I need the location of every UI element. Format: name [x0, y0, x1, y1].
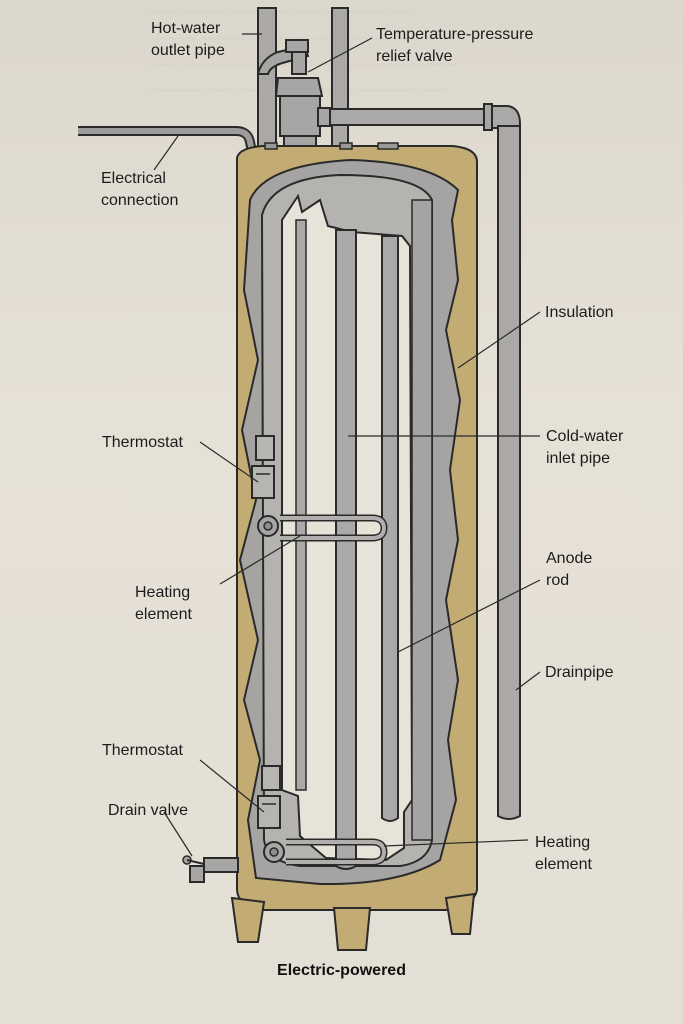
upper-thermostat — [251, 435, 275, 499]
label-heating-element-upper: Heating element — [135, 584, 192, 623]
drain-valve — [182, 855, 239, 883]
inner-wall-right — [411, 199, 433, 841]
tp-valve-pipe — [331, 7, 349, 154]
top-fitting-mid — [339, 142, 353, 150]
label-insulation: Insulation — [545, 304, 614, 321]
electrical-cable — [78, 126, 257, 153]
label-temperature-pressure-relief-valve: Temperature-pressure relief valve — [376, 26, 534, 65]
lower-heating-element — [263, 838, 388, 866]
temperature-pressure-relief-valve — [256, 39, 333, 151]
cold-water-inlet-pipe — [335, 229, 357, 870]
lower-thermostat — [257, 765, 281, 829]
relief-pipe — [329, 103, 521, 133]
tank-leg-left — [230, 896, 266, 943]
label-electrical-connection: Electrical connection — [101, 170, 179, 209]
anode-rod — [381, 235, 399, 822]
tank-leg-right — [444, 892, 476, 935]
upper-heating-element — [257, 514, 388, 542]
label-hot-water-outlet-pipe: Hot-water outlet pipe — [151, 20, 225, 59]
label-drainpipe: Drainpipe — [545, 664, 614, 681]
top-fitting-right — [377, 142, 399, 150]
leader-lines — [153, 33, 541, 857]
top-fitting-left — [264, 142, 278, 150]
label-thermostat-upper: Thermostat — [102, 434, 183, 451]
hot-water-outlet-pipe — [257, 7, 277, 154]
figure-caption: Electric-powered — [277, 962, 406, 979]
label-heating-element-lower: Heating element — [535, 834, 592, 873]
label-drain-valve: Drain valve — [108, 802, 189, 819]
label-anode-rod: Anode rod — [546, 550, 593, 589]
drainpipe — [497, 125, 521, 820]
tank-leg-center — [332, 907, 372, 951]
label-thermostat-lower: Thermostat — [102, 742, 183, 759]
label-cold-water-inlet-pipe: Cold-water inlet pipe — [546, 428, 624, 467]
inner-pipe-left — [295, 219, 307, 791]
